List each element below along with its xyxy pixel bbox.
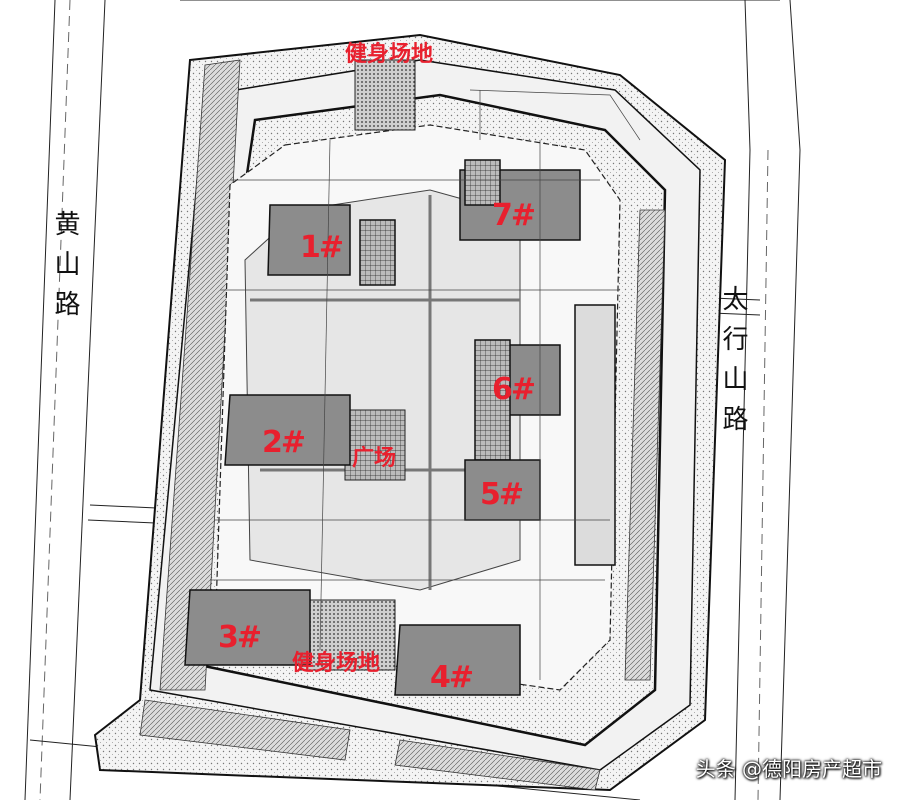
building-7-core — [464, 159, 501, 206]
fitness-area-south — [299, 599, 396, 671]
plaza-label: 广场 — [352, 446, 397, 471]
building-east-block — [574, 304, 616, 566]
green-belts — [139, 59, 666, 791]
road-east-label: 太行山路 — [718, 285, 748, 445]
detail-lines — [210, 89, 641, 680]
building-2-label: 2# — [262, 425, 306, 460]
building-1-core — [359, 219, 396, 286]
fitness-area-south-label: 健身场地 — [292, 651, 381, 676]
fitness-area-north — [354, 59, 416, 131]
road-lines — [24, 0, 801, 800]
building-4-footprint — [394, 624, 521, 696]
fitness-area-north-label: 健身场地 — [345, 42, 434, 67]
building-3-footprint — [184, 589, 311, 666]
building-1-label: 1# — [300, 230, 344, 265]
building-2-footprint — [224, 394, 351, 466]
watermark: 头条 @德阳房产超市 — [695, 757, 882, 781]
road-west-label: 黄山路 — [50, 210, 80, 330]
building-1-footprint — [267, 204, 351, 276]
building-6-label: 6# — [492, 372, 536, 407]
building-6-core — [474, 339, 511, 461]
building-3-label: 3# — [218, 620, 262, 655]
building-footprints — [184, 159, 616, 696]
plaza-area — [344, 409, 406, 481]
building-7-label: 7# — [492, 198, 536, 233]
building-4-label: 4# — [430, 660, 474, 695]
building-5-label: 5# — [480, 477, 524, 512]
